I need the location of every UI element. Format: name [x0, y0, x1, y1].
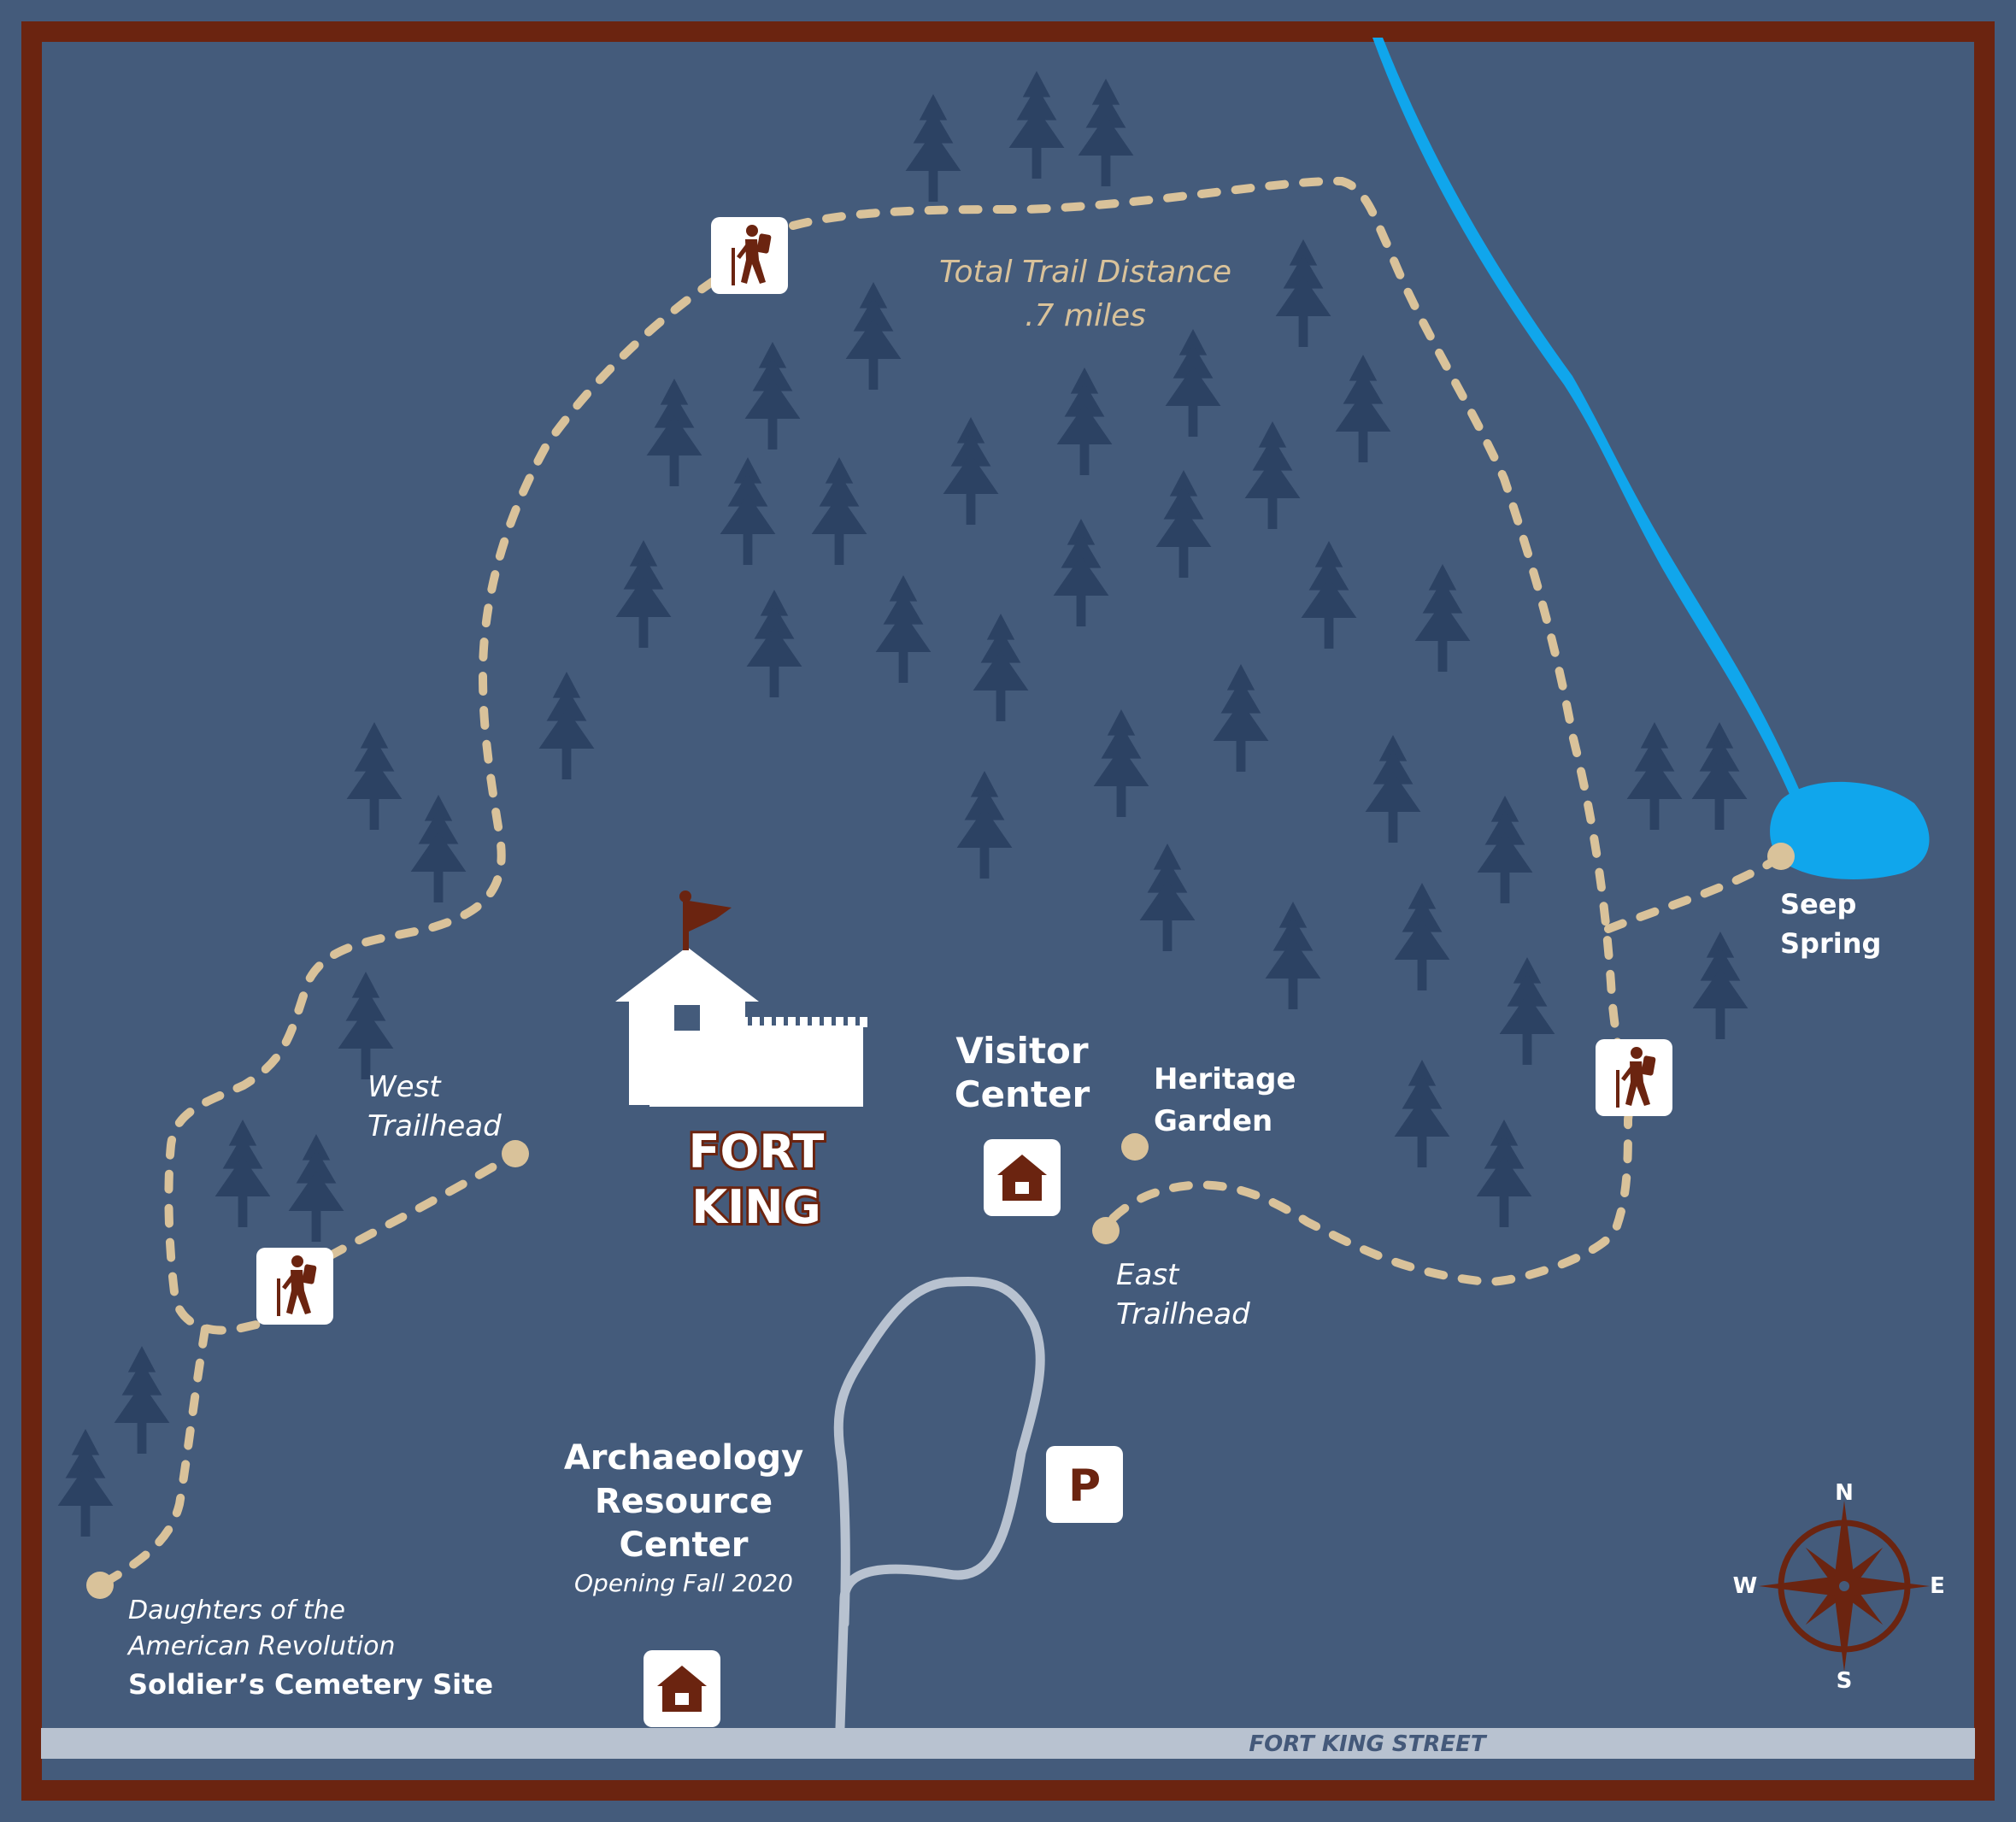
trail-distance-value: .7 miles: [1025, 298, 1146, 333]
seep-spring-pond: [1770, 781, 1930, 879]
hiker-icon: [711, 217, 788, 294]
heritage-garden-label-2: Garden: [1154, 1104, 1272, 1138]
fort-king-street: [41, 1728, 1975, 1759]
seep-spring-marker: [1767, 843, 1795, 870]
cemetery-label: Daughters of the: [128, 1596, 345, 1625]
archaeology-center-label: Archaeology: [564, 1438, 803, 1478]
hiker-icon: [256, 1248, 333, 1325]
cemetery-marker: [86, 1572, 114, 1599]
archaeology-center-label-3: Center: [620, 1525, 749, 1565]
west-trailhead-label-2: Trailhead: [367, 1109, 502, 1143]
stream: [1372, 38, 1801, 798]
parking-label: P: [1068, 1461, 1101, 1512]
trail-distance-label: Total Trail Distance: [939, 255, 1231, 290]
hiker-icon: [1596, 1039, 1672, 1116]
cemetery-label-2: American Revolution: [126, 1631, 396, 1661]
archaeology-opening-note: Opening Fall 2020: [574, 1569, 793, 1597]
compass-w: W: [1733, 1573, 1758, 1599]
heritage-garden-label: Heritage: [1154, 1062, 1296, 1096]
compass-e: E: [1930, 1573, 1945, 1599]
building-icon: [644, 1650, 720, 1727]
parking-icon: [1046, 1446, 1123, 1523]
archaeology-center-label-2: Resource: [595, 1482, 773, 1521]
west-trailhead-label: West: [367, 1070, 442, 1104]
fort-king-title-2: KING: [691, 1180, 820, 1234]
heritage-garden-marker: [1121, 1133, 1149, 1161]
west-trailhead-marker: [502, 1140, 529, 1167]
east-trailhead-label: East: [1116, 1258, 1180, 1292]
compass-rose-icon: [1759, 1501, 1930, 1672]
compass-n: N: [1835, 1480, 1854, 1506]
seep-spring-label-2: Spring: [1780, 927, 1881, 960]
cemetery-label-3: Soldier’s Cemetery Site: [128, 1668, 493, 1701]
visitor-center-label: Visitor: [955, 1030, 1088, 1072]
flag-pole: [683, 897, 689, 950]
entrance-road: [833, 1277, 1045, 1733]
east-trailhead-marker: [1092, 1217, 1120, 1244]
compass-s: S: [1837, 1668, 1853, 1694]
east-trailhead-label-2: Trailhead: [1116, 1297, 1250, 1331]
fort-king-building: [615, 890, 863, 1107]
trails: [96, 176, 1785, 1590]
fort-king-title: FORT: [689, 1125, 825, 1178]
building-icon: [984, 1139, 1061, 1216]
visitor-center-label-2: Center: [955, 1073, 1090, 1115]
flag-icon: [689, 901, 732, 932]
seep-spring-label: Seep: [1780, 888, 1856, 920]
street-label: FORT KING STREET: [1249, 1731, 1487, 1757]
